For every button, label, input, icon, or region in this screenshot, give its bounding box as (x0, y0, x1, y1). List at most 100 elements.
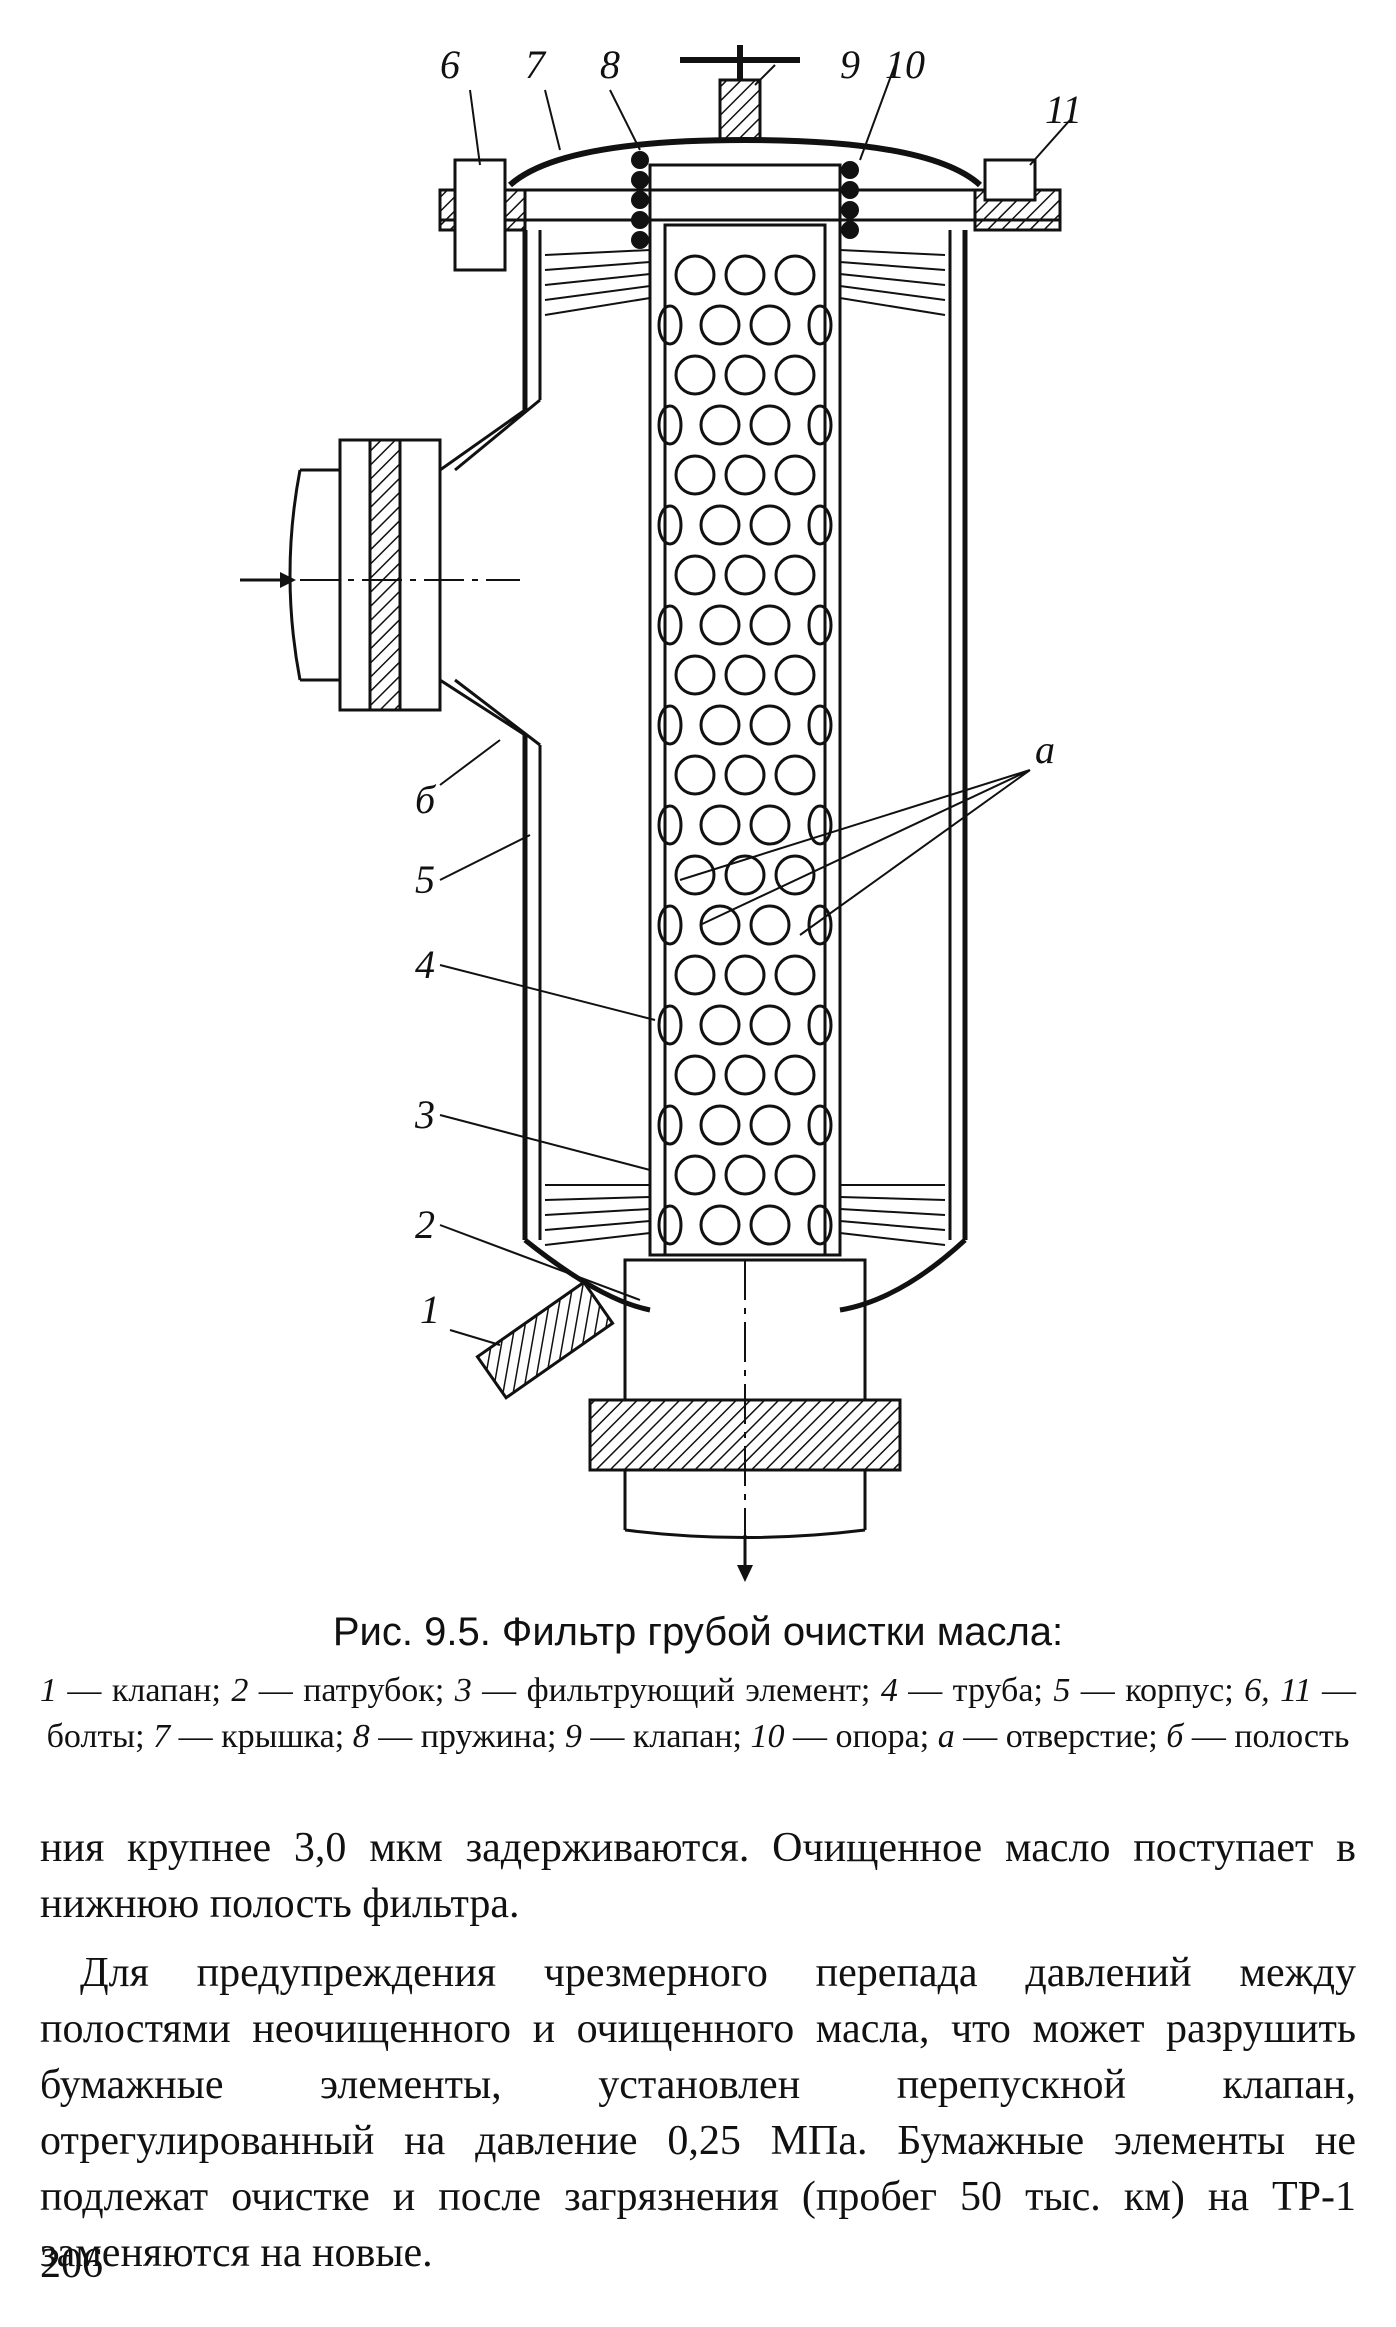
perforation-hole (699, 1004, 741, 1046)
perforation-hole (699, 504, 741, 546)
body-paragraph-1: ния крупнее 3,0 мкм задерживаются. Очище… (40, 1825, 1356, 1927)
legend-text: — клапан; (57, 1672, 232, 1709)
legend-entry: 7 — крышка; (153, 1718, 353, 1755)
legend-text: — пружина; (369, 1718, 565, 1755)
perforation-hole (807, 904, 833, 946)
perforation-hole (724, 754, 766, 796)
legend-text: — патрубок; (248, 1672, 455, 1709)
tube-inner (663, 223, 827, 1257)
perforation-hole (699, 804, 741, 846)
top-valve (718, 78, 762, 142)
perforation-hole (657, 304, 683, 346)
callout-b-cavity: б (415, 777, 436, 822)
perforation-hole (657, 904, 683, 946)
spring-coils (631, 151, 859, 249)
perforation-hole (724, 254, 766, 296)
callout-8-spring: 8 (600, 42, 620, 87)
legend-number: 10 (750, 1718, 785, 1755)
perforation-hole (807, 804, 833, 846)
perforation-hole (724, 454, 766, 496)
callout-5-housing: 5 (415, 857, 435, 902)
legend-text: — болты; (46, 1672, 1357, 1755)
perforation-hole (807, 404, 833, 446)
perforation-hole (749, 304, 791, 346)
legend-number: а (937, 1718, 955, 1755)
perforation-hole (699, 604, 741, 646)
perforation-hole (657, 1204, 683, 1246)
legend-text: — клапан; (581, 1718, 751, 1755)
callout-6-bolt: 6 (440, 42, 460, 87)
legend-number: б (1166, 1718, 1184, 1755)
legend-number: 2 (231, 1672, 249, 1709)
perforation-hole (699, 404, 741, 446)
outlet-flange (588, 1398, 902, 1472)
perforation-hole (749, 704, 791, 746)
perforation-hole (774, 654, 816, 696)
top-flange (440, 188, 1060, 222)
legend-text: — труба; (897, 1672, 1054, 1709)
bottom-cone (523, 1238, 967, 1313)
callout-10-support: 10 (885, 42, 925, 87)
perforation-hole (807, 1104, 833, 1146)
legend-entry: 1 — клапан; (40, 1672, 231, 1709)
inlet-flange-hatch (368, 438, 402, 712)
legend-entry: а — отверстие; (938, 1718, 1167, 1755)
legend-number: 8 (352, 1718, 370, 1755)
perforation-hole (724, 654, 766, 696)
legend-entry: 3 — фильтрующий элемент; (455, 1672, 881, 1709)
legend-text: — фильтрующий элемент; (471, 1672, 881, 1709)
perforation-hole (657, 404, 683, 446)
inlet-nozzle (438, 398, 541, 747)
perforation-hole (774, 454, 816, 496)
perforation-hole (774, 554, 816, 596)
valve-handle (680, 45, 800, 80)
legend-entry: 4 — труба; (881, 1672, 1054, 1709)
leader-lines (439, 64, 1071, 1346)
perforation-hole (657, 604, 683, 646)
perforation-hole (674, 854, 716, 896)
legend-number: 9 (564, 1718, 582, 1755)
perforation-hole (807, 504, 833, 546)
perforation-hole (774, 254, 816, 296)
perforation-hole (699, 304, 741, 346)
page-number: 206 (40, 2241, 103, 2287)
perforation-hole (807, 1004, 833, 1046)
filter-figure: 6 7 8 9 10 11 а б 5 4 3 2 1 (240, 42, 1082, 1582)
perforation-hole (674, 354, 716, 396)
perforation-hole (774, 1154, 816, 1196)
perforation-hole (674, 754, 716, 796)
perforation-hole (674, 454, 716, 496)
bolt-right (983, 158, 1037, 202)
perforation-hole (724, 854, 766, 896)
housing-wall (522, 230, 968, 1240)
callout-7-cover: 7 (525, 42, 545, 87)
filter-fins-top (544, 249, 946, 316)
figure-caption-title: Рис. 9.5. Фильтр грубой очистки масла: (332, 1610, 1064, 1654)
perforation-hole (749, 504, 791, 546)
perforation-hole (674, 554, 716, 596)
perforation-hole (749, 404, 791, 446)
perforation-hole (724, 1054, 766, 1096)
legend-entry: б — полость (1166, 1718, 1349, 1755)
callout-9-valve: 9 (840, 42, 860, 87)
legend-entry: 10 — опора; (750, 1718, 937, 1755)
legend-number: 4 (880, 1672, 898, 1709)
perforation-hole (724, 954, 766, 996)
perforation-hole (699, 904, 741, 946)
legend-number: 6, 11 (1244, 1672, 1312, 1709)
perforation-hole (657, 704, 683, 746)
perforation-hole (699, 1104, 741, 1146)
callout-3-filter-element: 3 (415, 1092, 435, 1137)
perforation-hole (657, 1004, 683, 1046)
perforation-hole (674, 654, 716, 696)
legend-text: — опора; (784, 1718, 938, 1755)
perforation-hole (774, 354, 816, 396)
drain-valve (475, 1280, 615, 1400)
legend-entry: 2 — патрубок; (231, 1672, 454, 1709)
perforation-hole (699, 1204, 741, 1246)
perforation-hole (674, 1054, 716, 1096)
callout-a-holes: а (1035, 727, 1055, 772)
legend-entry: 5 — корпус; (1053, 1672, 1244, 1709)
legend-number: 3 (454, 1672, 472, 1709)
cover (507, 136, 983, 188)
